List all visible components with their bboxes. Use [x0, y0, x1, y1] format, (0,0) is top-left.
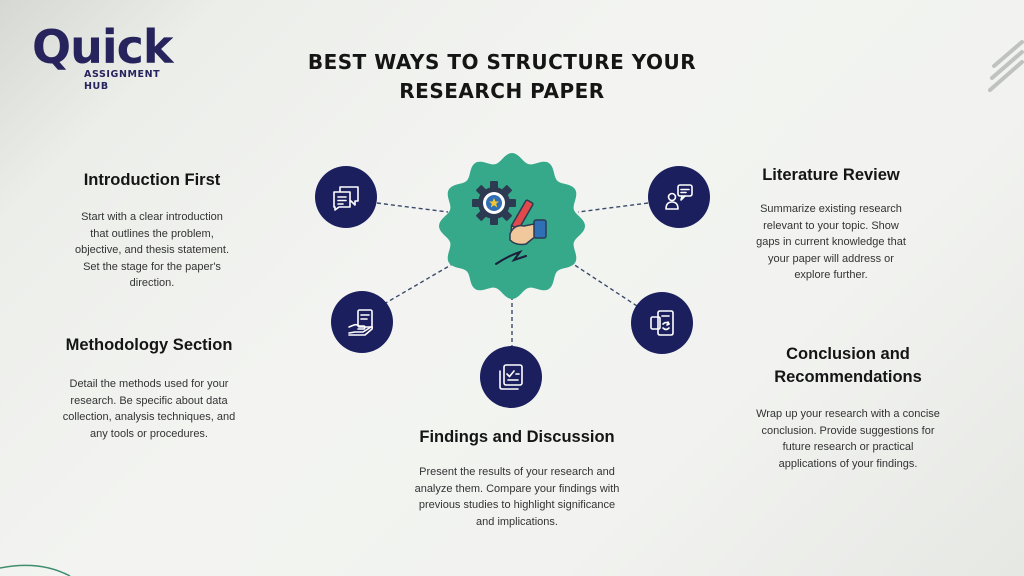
body-line: any tools or procedures.: [89, 427, 208, 440]
title-line-1: BEST WAYS TO STRUCTURE YOUR: [307, 50, 697, 74]
decorative-arc: [0, 564, 71, 576]
body-line: Summarize existing research: [760, 203, 902, 215]
body-line: that outlines the problem,: [90, 227, 214, 240]
body-line: your paper will address or: [768, 252, 894, 265]
body-line: relevant to your topic. Show: [763, 219, 899, 232]
body-line: applications of your findings.: [778, 457, 918, 470]
body-line: objective, and thesis statement.: [74, 244, 230, 256]
checklist-icon: [499, 364, 523, 390]
logo-subtitle-line1: ASSIGNMENT: [84, 69, 161, 80]
central-hub-icon: [439, 153, 585, 299]
heading-literature: Literature Review: [762, 166, 900, 184]
body-line: Set the stage for the paper's: [83, 260, 221, 273]
heading-introduction: Introduction First: [83, 171, 221, 189]
body-line: explore further.: [794, 269, 868, 281]
body-literature: Summarize existing research relevant to …: [728, 201, 934, 284]
body-line: direction.: [129, 277, 175, 289]
heading-line: Conclusion and: [786, 345, 910, 363]
page-title: BEST WAYS TO STRUCTURE YOUR RESEARCH PAP…: [262, 48, 742, 106]
body-line: Wrap up your research with a concise: [756, 408, 940, 420]
body-line: and implications.: [476, 515, 558, 528]
heading-conclusion: Conclusion and Recommendations: [738, 343, 958, 389]
title-line-2: RESEARCH PAPER: [399, 79, 605, 103]
body-line: future research or practical: [782, 441, 914, 453]
logo-subtitle-line2: HUB: [84, 81, 109, 92]
body-line: Present the results of your research and: [419, 466, 615, 478]
heading-line: Recommendations: [774, 368, 922, 386]
refresh-document-icon: [650, 310, 674, 336]
user-chat-icon: [665, 184, 693, 210]
connector-literature: [577, 202, 649, 213]
body-line: previous studies to highlight significan…: [418, 499, 616, 511]
heading-findings: Findings and Discussion: [419, 428, 615, 446]
heading-methodology: Methodology Section: [65, 336, 233, 354]
node-conclusion: [631, 292, 693, 354]
company-logo: Quick ASSIGNMENT HUB: [32, 24, 192, 96]
connector-conclusion: [569, 261, 638, 307]
logo-wordmark: Quick: [32, 20, 173, 74]
body-line: collection, analysis techniques, and: [62, 411, 236, 423]
gear-hand-pen-icon: [472, 181, 547, 265]
body-introduction: Start with a clear introduction that out…: [40, 209, 264, 292]
body-conclusion: Wrap up your research with a concise con…: [738, 406, 958, 472]
decorative-stripes: [988, 40, 1024, 92]
body-line: Start with a clear introduction: [81, 211, 223, 223]
body-line: research. Be specific about data: [70, 394, 228, 407]
body-methodology: Detail the methods used for your researc…: [36, 376, 262, 442]
connector-introduction: [376, 202, 449, 213]
chat-bubbles-icon: [333, 186, 359, 211]
node-literature: [648, 166, 710, 228]
body-line: Detail the methods used for your: [69, 378, 229, 390]
hand-document-icon: [348, 309, 374, 336]
body-findings: Present the results of your research and…: [382, 464, 652, 530]
node-findings: [480, 346, 542, 408]
node-methodology: [331, 291, 393, 353]
body-line: conclusion. Provide suggestions for: [761, 424, 935, 437]
body-line: gaps in current knowledge that: [756, 236, 906, 248]
node-introduction: [315, 166, 377, 228]
body-line: analyze them. Compare your findings with: [414, 482, 620, 495]
